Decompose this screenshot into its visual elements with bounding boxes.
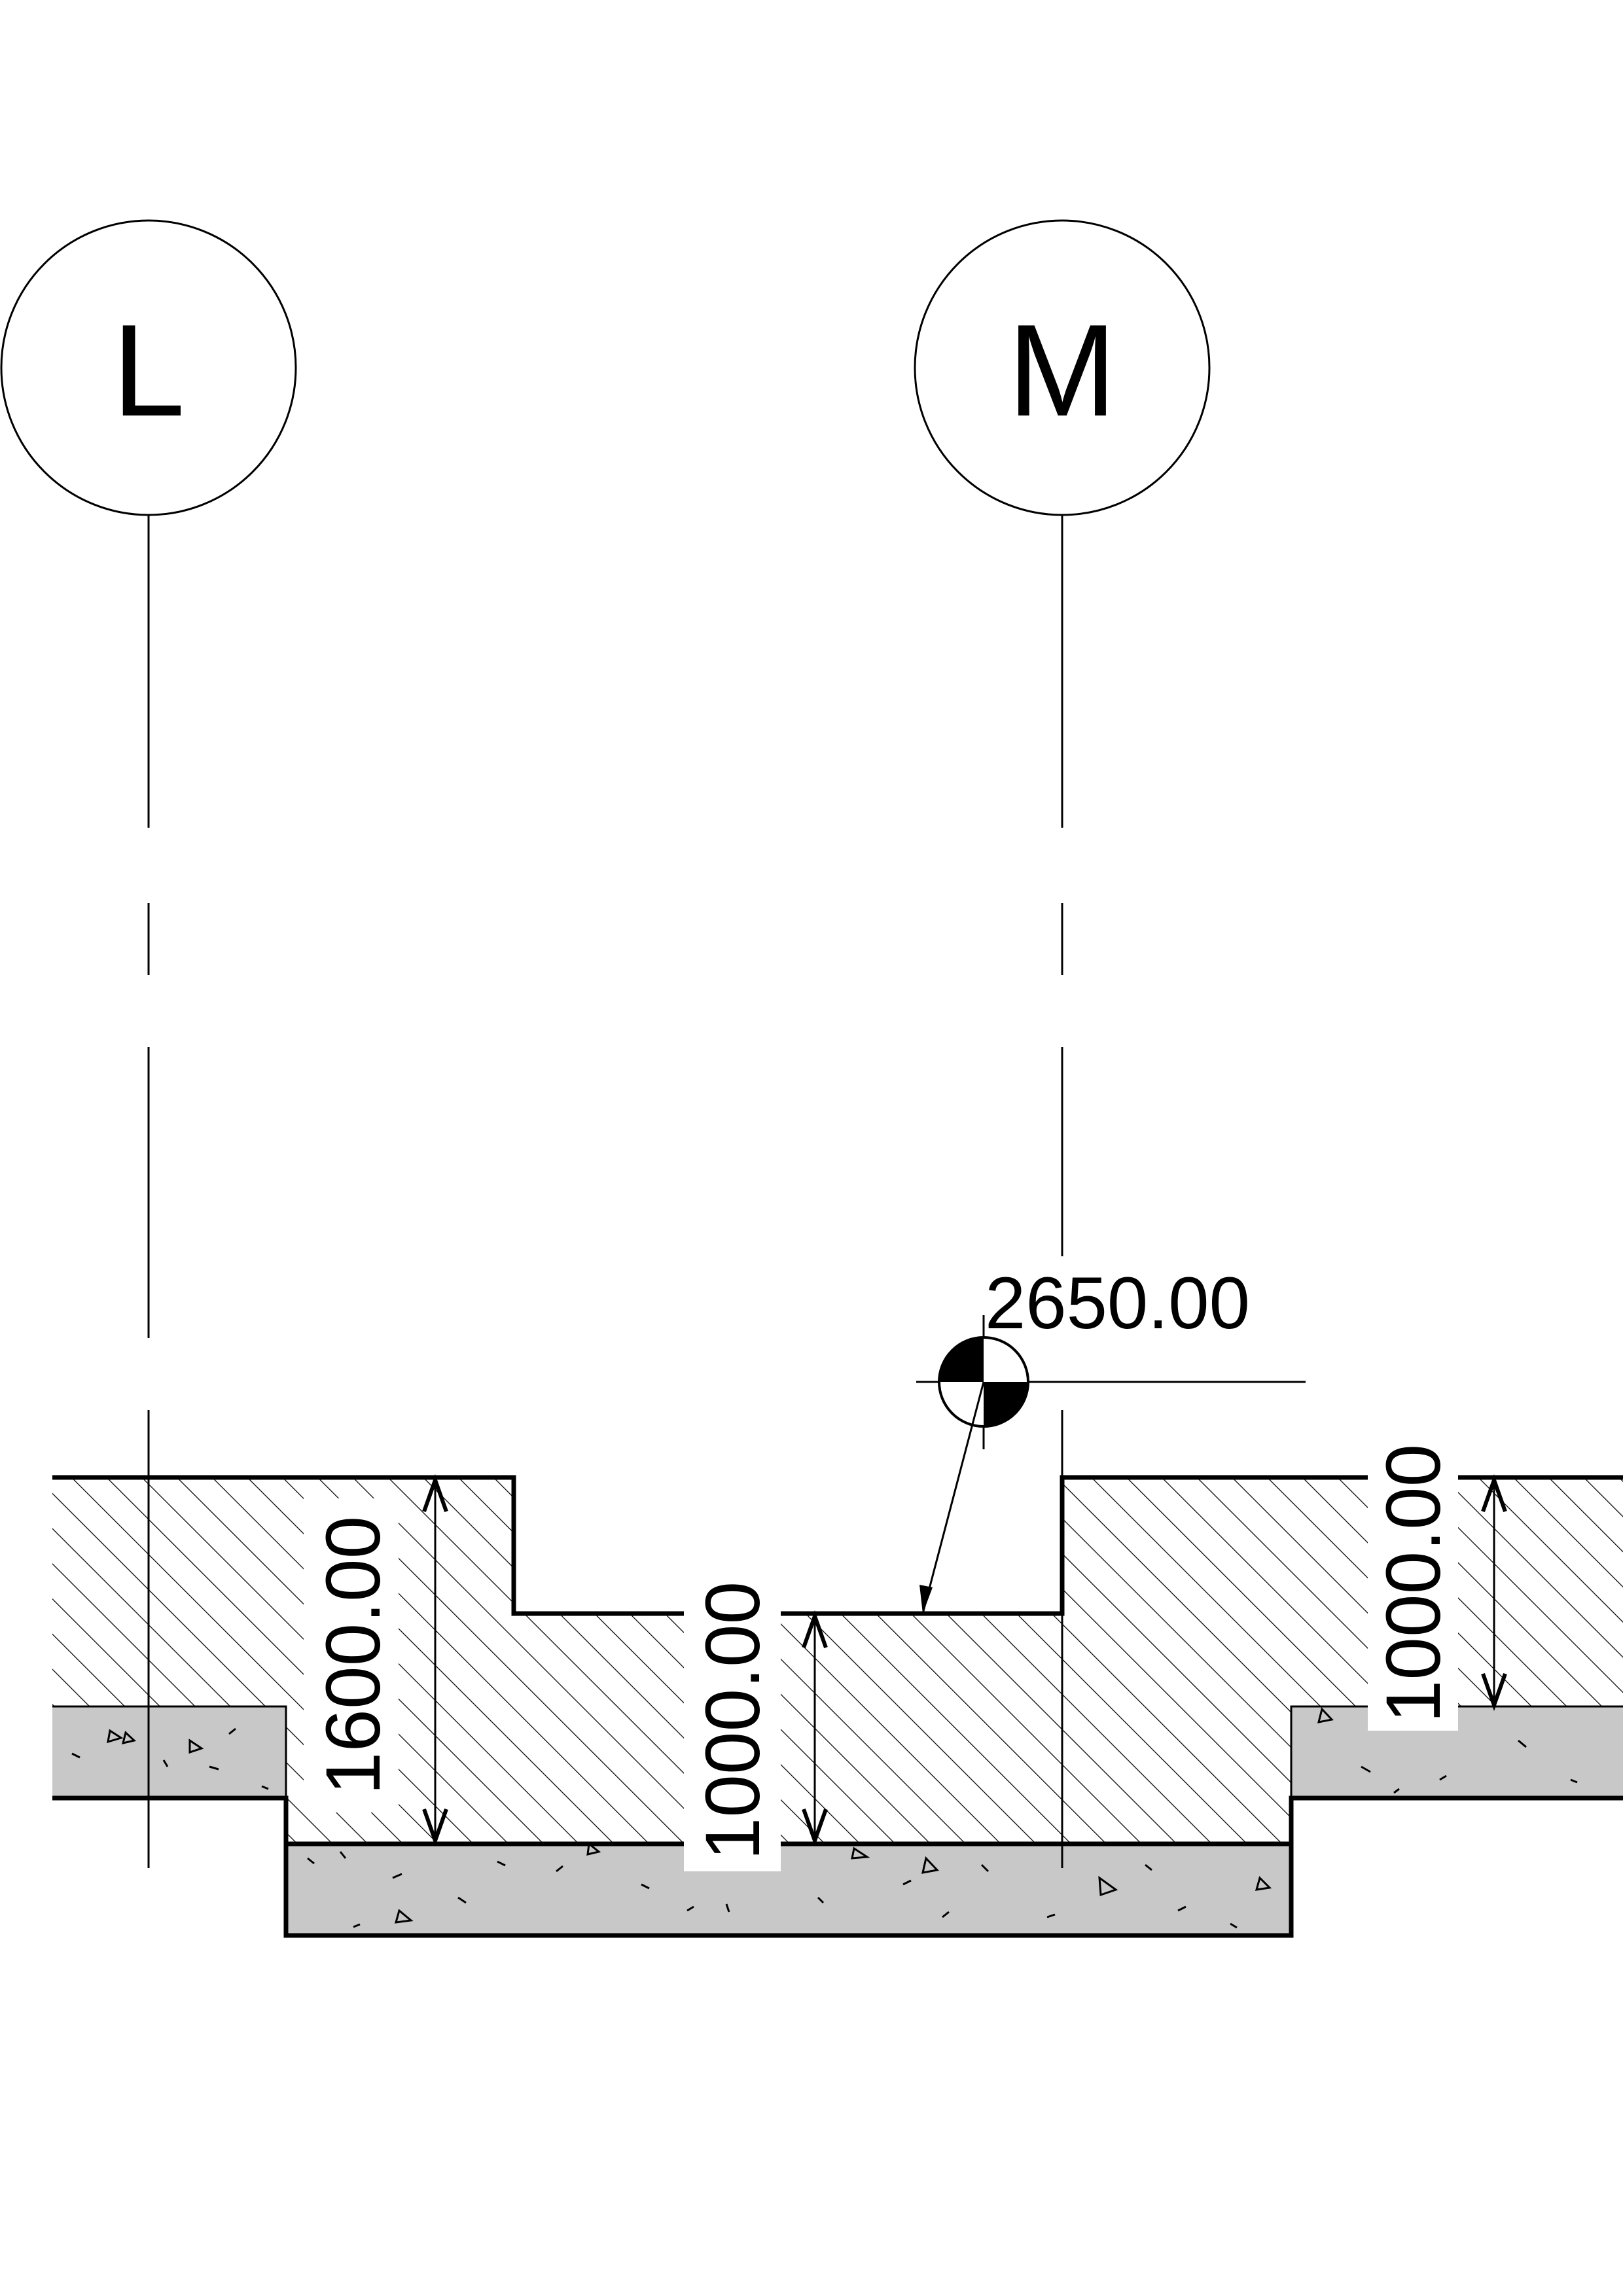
grid-line-M: M bbox=[914, 219, 1211, 1868]
dimension-right-label: 1000.00 bbox=[1370, 1444, 1457, 1723]
dimension-left-label: 1600.00 bbox=[310, 1516, 397, 1795]
concrete-layer bbox=[52, 1706, 1623, 1935]
spot-elevation: 2650.00 bbox=[916, 1262, 1306, 1614]
concrete-speckles bbox=[71, 1706, 1578, 1929]
spot-elevation-label: 2650.00 bbox=[985, 1262, 1250, 1344]
grid-label-L: L bbox=[112, 298, 185, 444]
concrete-left bbox=[52, 1706, 286, 1798]
dimension-center: 1000.00 bbox=[684, 1570, 828, 1871]
grid-label-M: M bbox=[1008, 298, 1117, 444]
concrete-bottom bbox=[286, 1844, 1291, 1935]
dimension-left: 1600.00 bbox=[304, 1474, 448, 1846]
dimension-right: 1000.00 bbox=[1368, 1430, 1507, 1731]
elevation-target-icon bbox=[939, 1337, 1028, 1426]
grid-line-L: L bbox=[0, 219, 297, 1868]
hatched-fill-region bbox=[52, 1477, 1623, 1844]
concrete-top-lines bbox=[52, 1705, 1623, 1798]
dimension-center-label: 1000.00 bbox=[690, 1581, 776, 1861]
section-outline bbox=[52, 1475, 1623, 1938]
